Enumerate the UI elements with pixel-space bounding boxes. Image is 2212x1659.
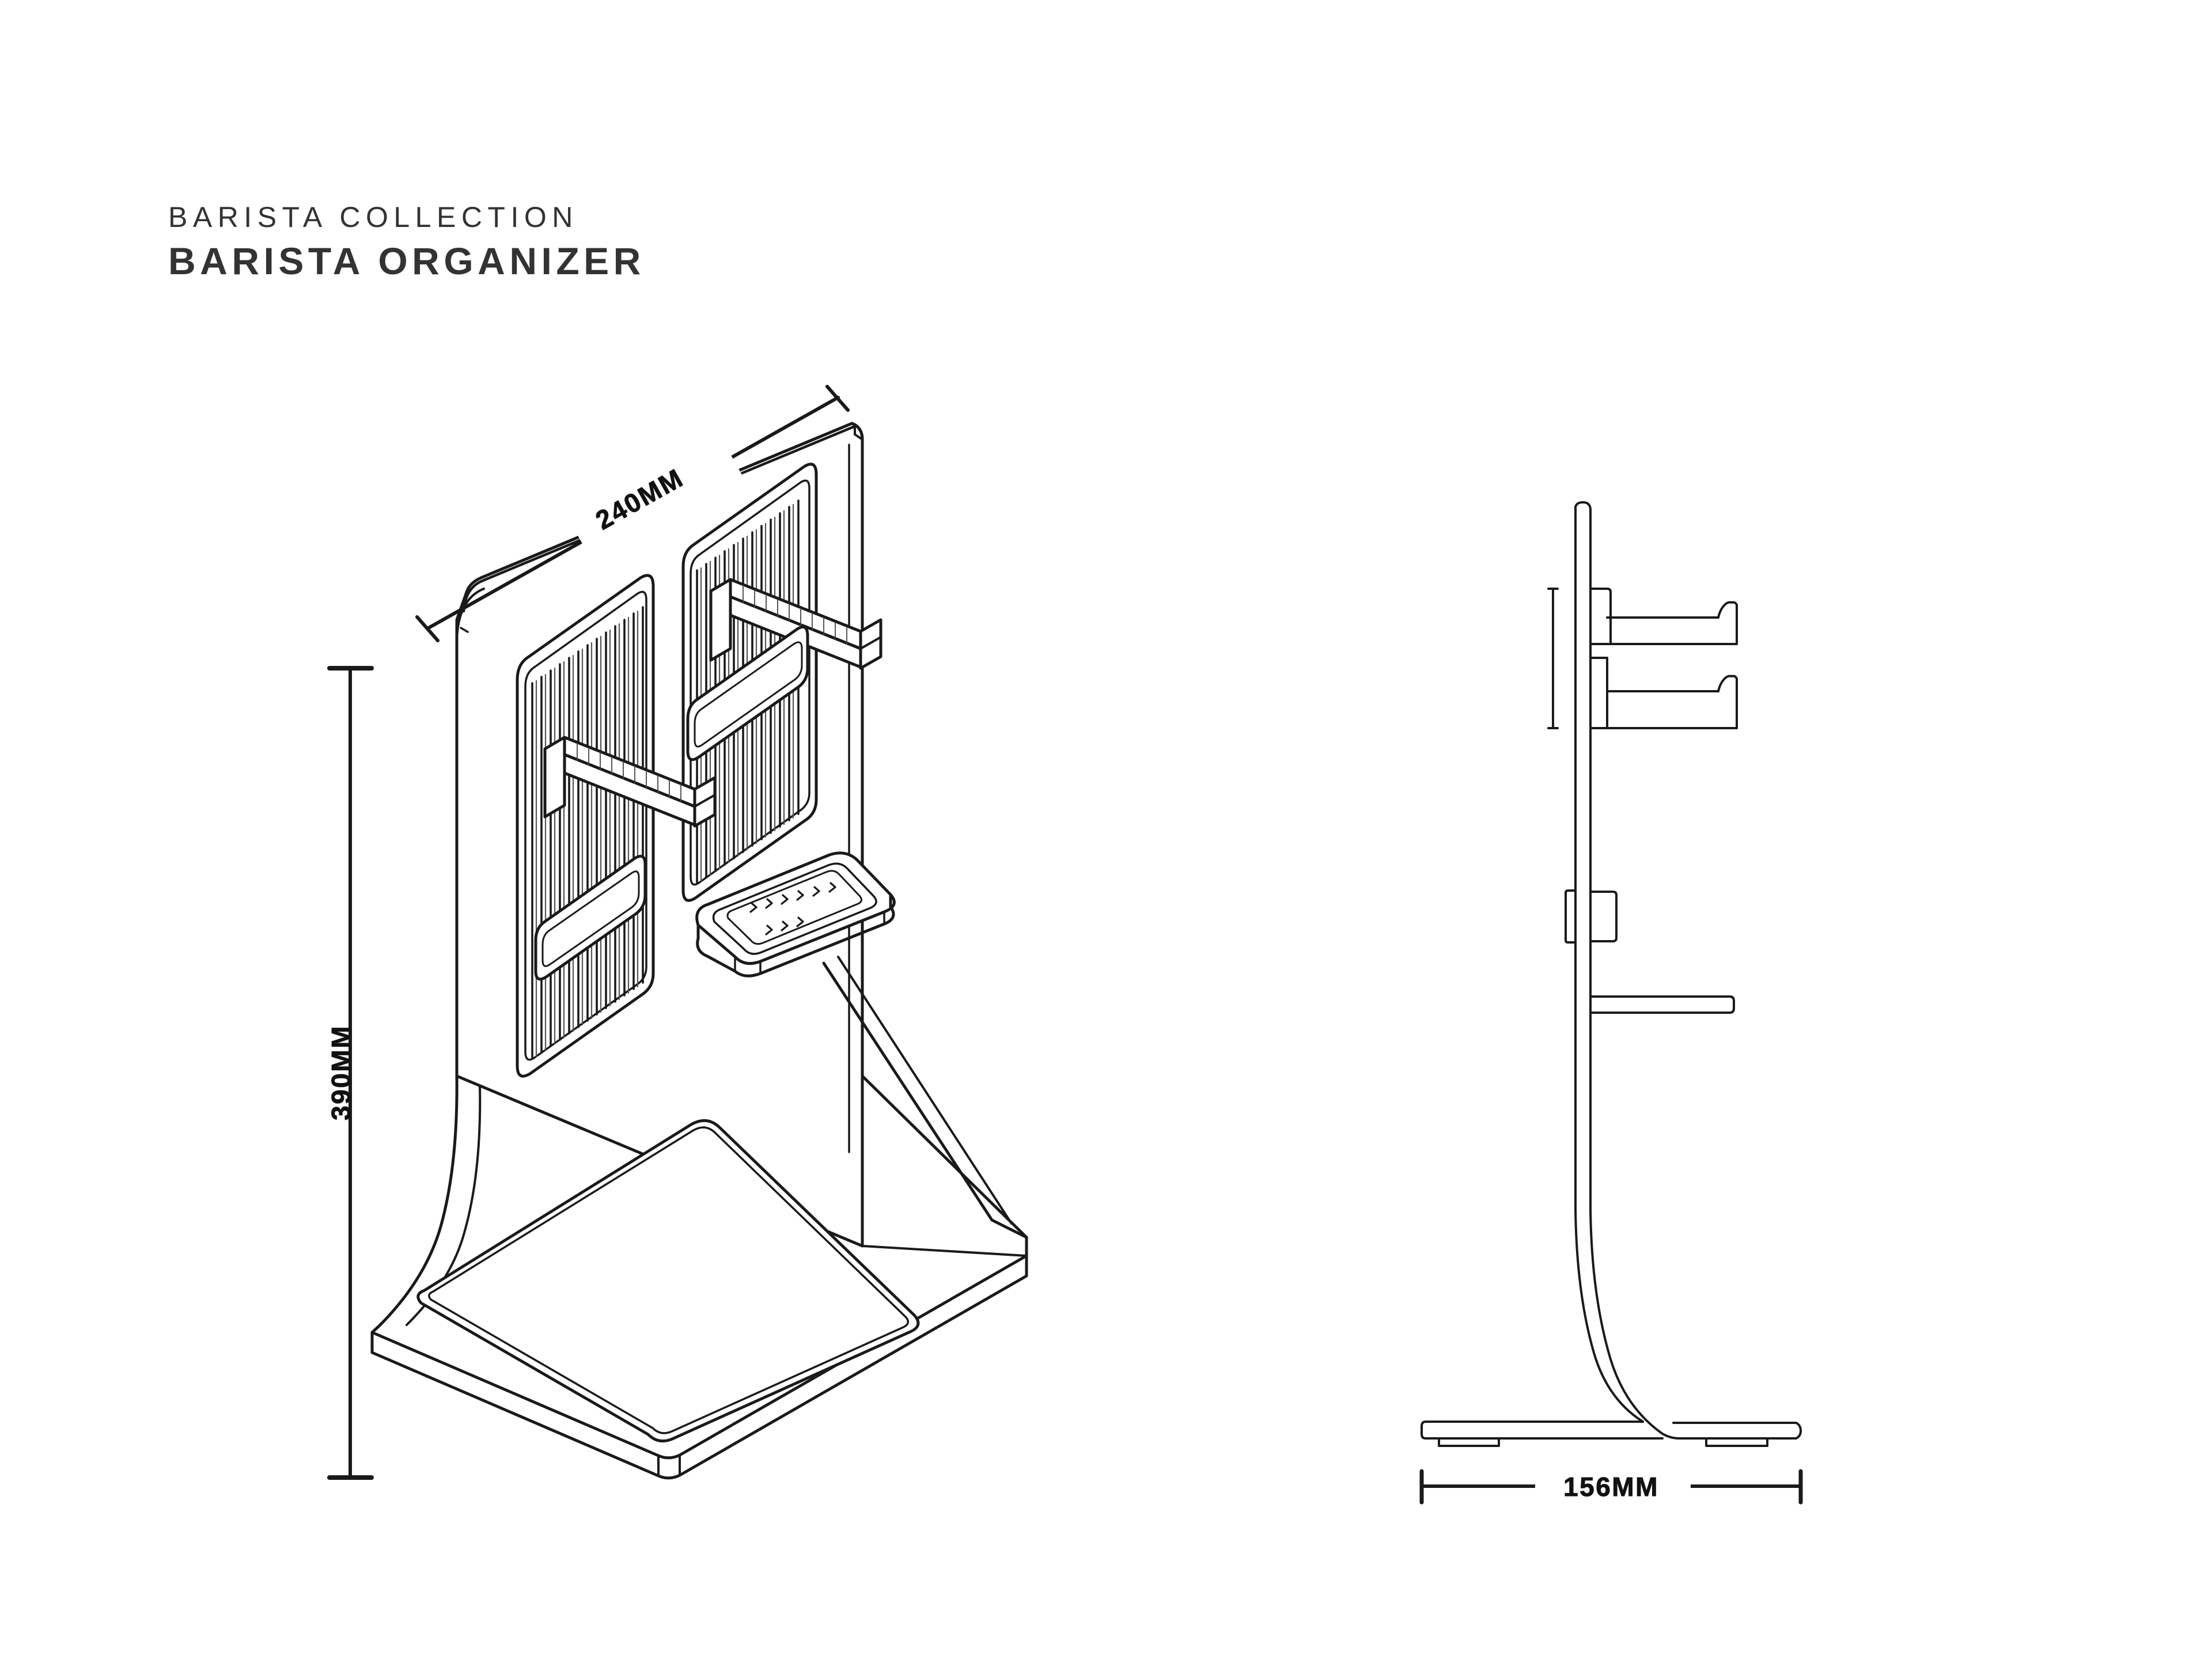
side-view: 156MM <box>1419 501 1803 1510</box>
collection-label: BARISTA COLLECTION <box>168 201 578 233</box>
hook-upper-profile <box>1547 588 1738 729</box>
boss-block <box>1565 889 1618 944</box>
dimension-156mm-label: 156MM <box>1563 1472 1659 1502</box>
left-grid-panel <box>516 574 655 1078</box>
foot-pad-front <box>1705 1437 1768 1447</box>
accessory-tray <box>695 851 896 978</box>
slot-upper <box>686 626 809 762</box>
hook-upper <box>709 578 882 670</box>
base-foot <box>1421 1209 1802 1440</box>
dimension-390mm: 390MM <box>271 666 374 1480</box>
foot-pad-rear <box>1438 1437 1500 1447</box>
page-title: BARISTA ORGANIZER <box>168 240 645 282</box>
dimension-156mm: 156MM <box>1419 1463 1803 1510</box>
back-panel-edge <box>1574 501 1592 1211</box>
dimension-390mm-label: 390MM <box>326 1025 356 1120</box>
hook-lower <box>543 736 717 828</box>
title-block: BARISTA COLLECTION BARISTA ORGANIZER <box>168 203 645 280</box>
dimension-240mm: 240MM <box>415 385 850 642</box>
isometric-view: 240MM 390MM <box>271 385 1028 1480</box>
slot-lower <box>534 854 647 981</box>
tray-profile <box>1589 995 1735 1014</box>
base-plate <box>370 956 1028 1480</box>
hook-lower-profile <box>1589 657 1738 729</box>
